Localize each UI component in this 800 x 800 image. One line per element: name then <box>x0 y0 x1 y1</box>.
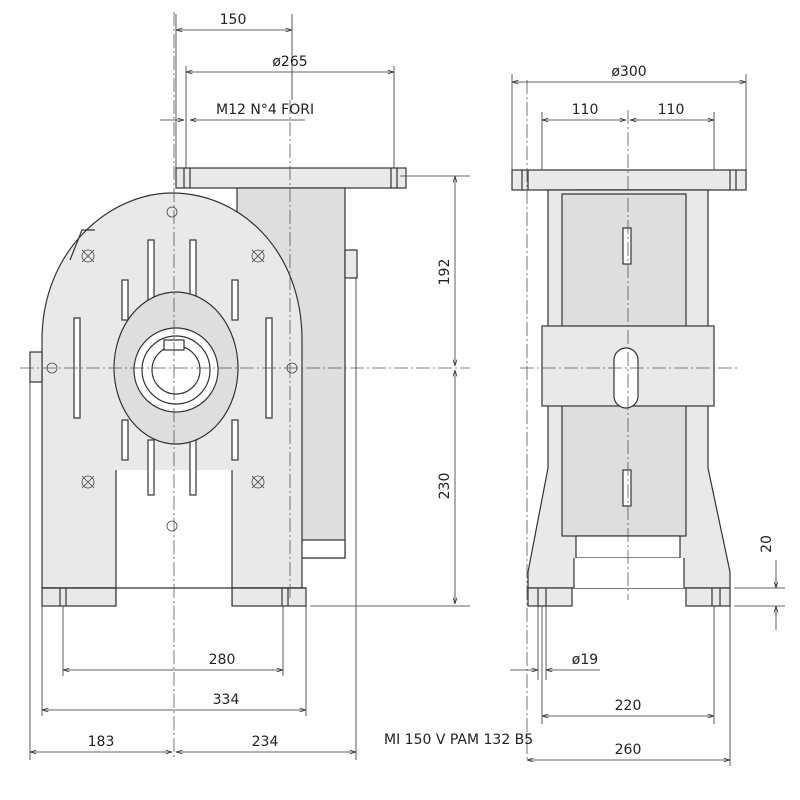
front-view <box>20 12 470 760</box>
dim-192: 192 <box>437 259 453 286</box>
dim-110-right: 110 <box>658 102 685 118</box>
dim-220: 220 <box>615 698 642 714</box>
dim-230: 230 <box>437 473 453 500</box>
dim-260: 260 <box>615 742 642 758</box>
dim-334: 334 <box>213 692 240 708</box>
left-boss <box>29 351 43 383</box>
top-flange-front <box>175 167 407 189</box>
dimension-labels: 150 ø265 M12 N°4 FORI 192 230 280 334 18… <box>88 12 775 758</box>
dim-19: ø19 <box>572 652 598 668</box>
side-boss <box>344 249 358 279</box>
foot-right <box>231 587 307 607</box>
dim-265: ø265 <box>272 54 307 70</box>
dim-150: 150 <box>220 12 247 28</box>
foot-left <box>41 587 117 607</box>
top-flange-side <box>511 169 747 191</box>
side-view <box>511 80 747 760</box>
dim-280: 280 <box>209 652 236 668</box>
dim-110-left: 110 <box>572 102 599 118</box>
dim-300: ø300 <box>611 64 646 80</box>
dim-183: 183 <box>88 734 115 750</box>
model-label: MI 150 V PAM 132 B5 <box>384 732 533 748</box>
dim-234: 234 <box>252 734 279 750</box>
dim-20: 20 <box>759 535 775 553</box>
dimension-lines <box>29 14 785 766</box>
dim-m12: M12 N°4 FORI <box>216 102 314 118</box>
hub-bore <box>133 327 219 413</box>
